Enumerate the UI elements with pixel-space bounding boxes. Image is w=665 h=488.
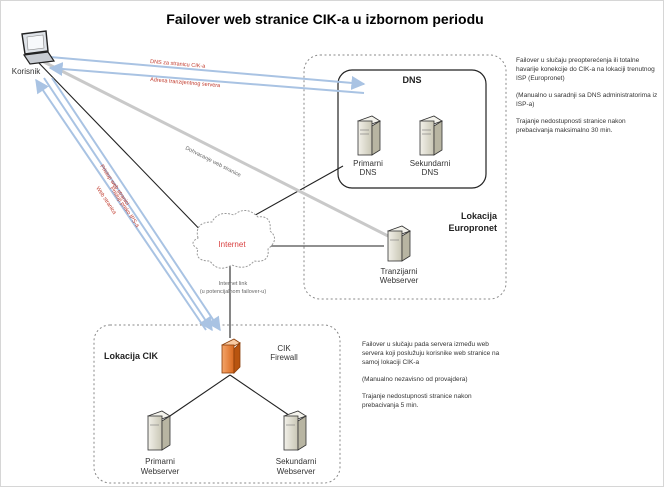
primary-dns-label-2: DNS xyxy=(360,168,377,177)
secondary-dns-label-2: DNS xyxy=(422,168,439,177)
top-note: Failover u slučaju preopterećenja ili to… xyxy=(516,56,658,143)
temp-webserver-icon xyxy=(387,225,411,262)
bottom-note-paragraph-1: Failover u slučaju pada servera između w… xyxy=(362,341,500,366)
dns-box xyxy=(337,69,487,189)
top-note-paragraph-3: Trajanje nedostupnosti stranice nakon pr… xyxy=(516,118,626,134)
firewall-label-2: Firewall xyxy=(270,353,298,362)
internet-link-label-2: (u potencijalnom failover-u) xyxy=(200,289,267,295)
europronet-location-label-1: Lokacija xyxy=(461,211,498,221)
internet-cloud-icon xyxy=(192,210,275,269)
bottom-note-paragraph-2: (Manualno nezavisno od provajdera) xyxy=(362,376,468,383)
internet-link-label-1: Internet link xyxy=(219,281,248,287)
secondary-webserver-icon xyxy=(283,410,307,451)
bottom-note: Failover u slučaju pada servera između w… xyxy=(362,340,502,418)
dns-box-label: DNS xyxy=(402,75,421,85)
primary-webserver-icon xyxy=(147,410,171,451)
secondary-dns-server-icon xyxy=(419,115,443,156)
bottom-note-paragraph-3: Trajanje nedostupnosti stranice nakon pr… xyxy=(362,393,472,409)
firewall-icon xyxy=(221,338,241,374)
primary-webserver-label-1: Primarni xyxy=(145,457,175,466)
secondary-webserver-label-1: Sekundarni xyxy=(276,457,317,466)
temp-access-label: Dohvacanje web stranice xyxy=(184,145,241,178)
blue-arrows xyxy=(35,56,366,332)
diagram-title: Failover web stranice CIK-a u izbornom p… xyxy=(166,11,483,27)
temp-webserver-label-2: Webserver xyxy=(380,276,419,285)
europronet-location-label-2: Europronet xyxy=(449,223,498,233)
secondary-webserver-label-2: Webserver xyxy=(277,467,316,476)
top-note-paragraph-1: Failover u slučaju preopterećenja ili to… xyxy=(516,57,655,82)
primary-dns-server-icon xyxy=(357,115,381,156)
firewall-label-1: CIK xyxy=(277,344,291,353)
primary-dns-label-1: Primarni xyxy=(353,159,383,168)
temp-webserver-label-1: Tranzijarni xyxy=(380,267,417,276)
laptop-label: Korisnik xyxy=(12,67,41,76)
secondary-dns-label-1: Sekundarni xyxy=(410,159,451,168)
temp-access-line xyxy=(35,56,389,238)
cik-location-label: Lokacija CIK xyxy=(104,351,159,361)
laptop-icon xyxy=(21,30,56,65)
internet-label: Internet xyxy=(218,240,246,249)
top-note-paragraph-2: (Manualno u saradnji sa DNS administrato… xyxy=(516,92,658,108)
dns-query-label: DNS za stranicu CIK-a xyxy=(150,59,207,70)
connection-lines xyxy=(35,59,384,421)
primary-webserver-label-2: Webserver xyxy=(141,467,180,476)
cik-location-box xyxy=(93,324,341,484)
